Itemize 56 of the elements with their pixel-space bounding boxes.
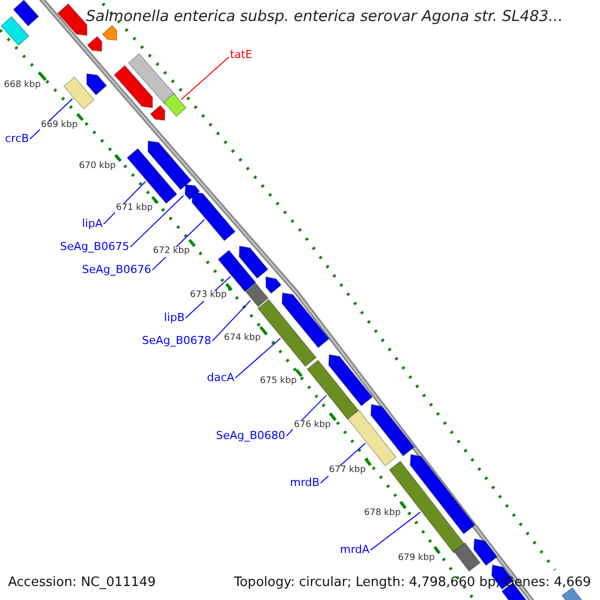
gene-feature (148, 140, 192, 190)
gene-bar (12, 0, 40, 27)
scale-label: 672 kbp (152, 247, 191, 257)
gene-feature (265, 276, 282, 294)
gene-bar (453, 542, 481, 572)
gene-feature (282, 292, 330, 348)
gene-feature (86, 73, 108, 96)
gene-feature (102, 24, 118, 41)
accession-text: Accession: NC_011149 (8, 576, 156, 590)
scale-label: 679 kbp (397, 554, 436, 564)
gene-feature (328, 354, 373, 406)
gene-feature (192, 191, 236, 242)
gene-feature (473, 538, 498, 566)
gene-label: SeAg_B0675 (60, 241, 130, 254)
gene-feature (57, 3, 88, 36)
leader-line (370, 512, 421, 551)
gene-feature (150, 104, 166, 121)
gene-label: SeAg_B0676 (82, 264, 152, 276)
gene-bar (163, 92, 187, 118)
gene-bar (0, 16, 30, 46)
gene-feature (86, 36, 102, 52)
scale-label: 671 kbp (115, 204, 154, 214)
gene-feature (370, 404, 415, 457)
scale-label: 675 kbp (259, 377, 298, 387)
gene-label: tatE (230, 49, 252, 62)
gene-bar (128, 53, 176, 105)
gene-bar (347, 409, 397, 467)
gene-label: lipA (82, 218, 103, 230)
leader-line (130, 195, 184, 248)
gene-bar (245, 282, 269, 308)
leader-line (180, 56, 230, 100)
scale-label: 670 kbp (78, 162, 117, 172)
gene-bar (561, 587, 583, 600)
gene-feature (410, 454, 476, 534)
leader-line (212, 300, 251, 342)
scale-label: 669 kbp (40, 121, 79, 131)
title: Salmonella enterica subsp. enterica serovar Agona str. SL483... (86, 8, 563, 24)
gene-label: SeAg_B0680 (216, 430, 286, 442)
scale-label: 677 kbp (328, 466, 367, 476)
gene-label: dacA (207, 372, 234, 384)
gene-feature (114, 64, 153, 108)
gene-bar (126, 148, 178, 204)
gene-label: mrdA (340, 544, 370, 556)
gene-label: lipB (164, 312, 185, 324)
gene-feature (238, 246, 269, 279)
scale-label: 676 kbp (293, 421, 332, 431)
gene-bar (63, 76, 95, 110)
gene-bar (306, 360, 360, 420)
gene-label: crcB (5, 133, 29, 146)
gene-label: SeAg_B0678 (142, 335, 212, 348)
gene-label: mrdB (290, 477, 320, 490)
scale-label: 668 kbp (3, 81, 42, 91)
scale-label: 673 kbp (189, 291, 228, 301)
leader-line (234, 338, 281, 379)
scale-label: 674 kbp (223, 334, 262, 344)
scale-label: 678 kbp (363, 509, 402, 519)
